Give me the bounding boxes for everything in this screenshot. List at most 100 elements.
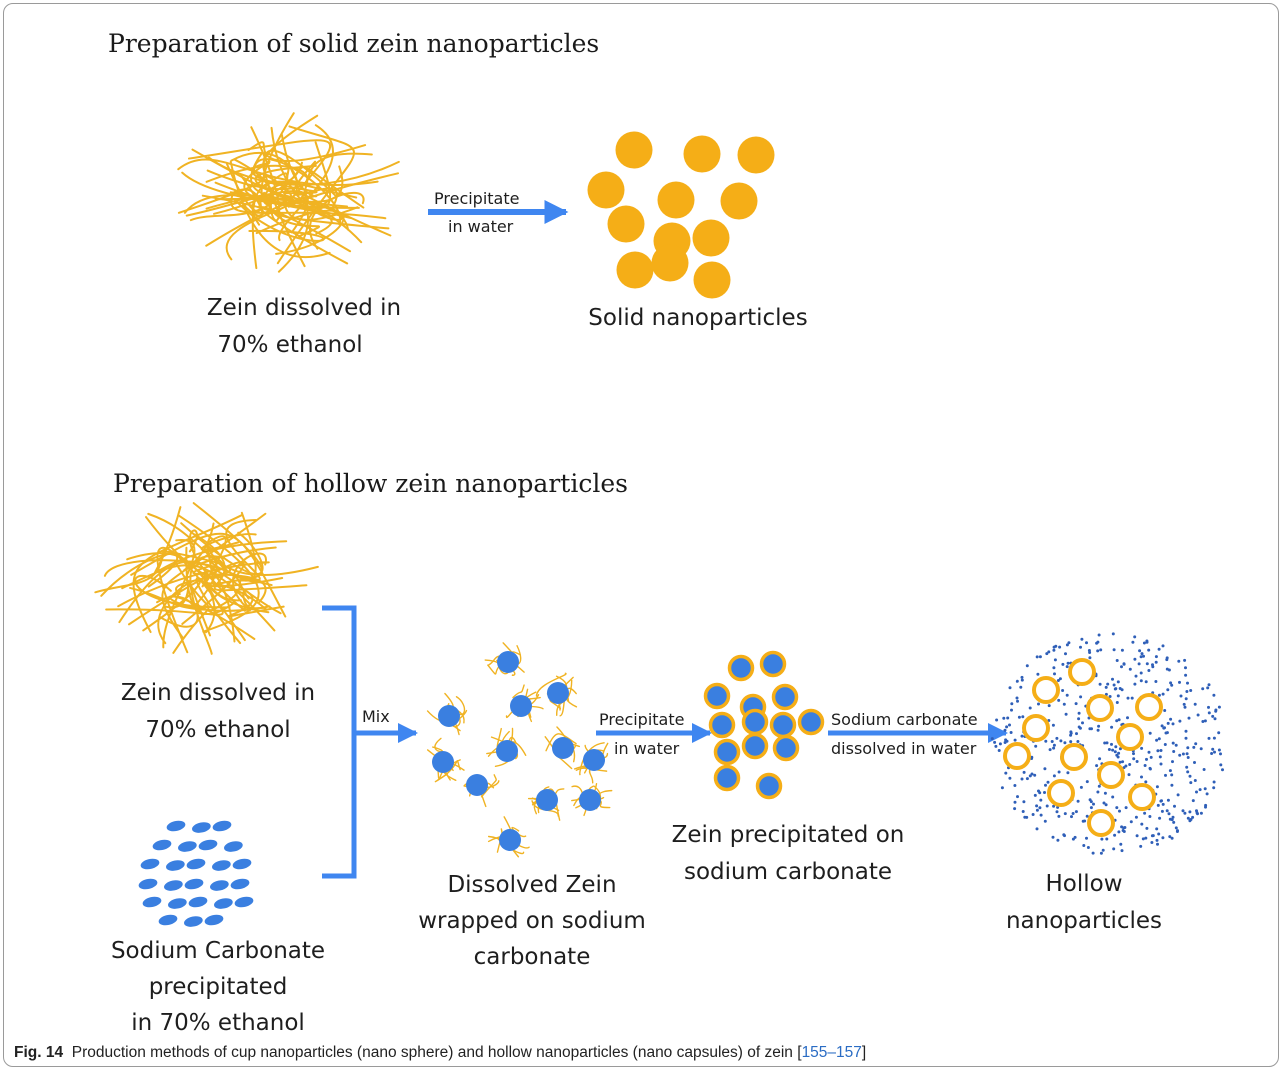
dissolved-dot bbox=[1048, 748, 1052, 752]
dissolved-dot bbox=[1139, 655, 1143, 659]
dissolved-dot bbox=[1104, 803, 1108, 807]
dissolved-dot bbox=[1184, 697, 1188, 701]
dissolved-dot bbox=[1205, 792, 1209, 796]
dissolved-dot bbox=[1121, 760, 1125, 764]
sodium-carbonate-particle bbox=[140, 858, 160, 870]
coated-particle bbox=[797, 708, 825, 736]
dissolved-dot bbox=[1130, 696, 1134, 700]
dissolved-dot bbox=[1121, 829, 1125, 832]
zein-fiber bbox=[188, 529, 246, 612]
dissolved-dot bbox=[1176, 793, 1180, 797]
dissolved-dot bbox=[1144, 680, 1148, 684]
dissolved-dot bbox=[1065, 643, 1069, 647]
dissolved-dot bbox=[1122, 826, 1126, 830]
dissolved-dot bbox=[1052, 666, 1056, 670]
zein-fiber bbox=[545, 733, 577, 752]
carbonate-core bbox=[579, 789, 601, 811]
dissolved-dot bbox=[1142, 654, 1145, 658]
dissolved-dot bbox=[1017, 715, 1021, 719]
dissolved-dot bbox=[1033, 793, 1037, 797]
dissolved-dot bbox=[1067, 641, 1071, 645]
dissolved-dot bbox=[1137, 662, 1141, 666]
coated-particle bbox=[703, 682, 731, 710]
dissolved-dot bbox=[1120, 665, 1123, 669]
dissolved-dot bbox=[1008, 776, 1012, 780]
dissolved-dot bbox=[1025, 815, 1029, 819]
dissolved-dot bbox=[1105, 741, 1109, 745]
caption-ref-close: ] bbox=[861, 1044, 867, 1061]
zein-fiber bbox=[121, 564, 276, 632]
dissolved-dot bbox=[1172, 820, 1176, 824]
sodium-carbonate-particle bbox=[138, 878, 158, 890]
hollow-nanoparticle bbox=[1047, 779, 1075, 807]
dissolved-dot bbox=[1131, 640, 1135, 644]
zein-fiber bbox=[163, 580, 211, 637]
dissolved-dot bbox=[1158, 816, 1162, 820]
dissolved-dot bbox=[1193, 779, 1197, 782]
dissolved-dot bbox=[1025, 664, 1029, 668]
dissolved-dot bbox=[1161, 802, 1165, 806]
sodium-carbonate-cluster bbox=[138, 820, 254, 927]
dissolved-dot bbox=[1120, 849, 1124, 853]
dissolved-dot bbox=[1126, 696, 1130, 700]
dissolved-dot bbox=[1133, 682, 1137, 686]
zein-coated-carbonate-cluster bbox=[703, 650, 825, 800]
carbonate-core bbox=[432, 751, 454, 773]
solid-nanoparticle bbox=[616, 251, 654, 289]
wrapped-particle bbox=[571, 783, 613, 817]
carbonate-core bbox=[499, 829, 521, 851]
caption-reference-link[interactable]: 155–157 bbox=[801, 1044, 862, 1061]
dissolved-dot bbox=[1096, 640, 1100, 644]
zein-fiber bbox=[191, 141, 332, 210]
dissolved-dot bbox=[1051, 723, 1055, 727]
dissolved-dot bbox=[1213, 750, 1216, 754]
dissolved-dot bbox=[1085, 780, 1089, 784]
dissolved-dot bbox=[1057, 770, 1061, 774]
dissolved-dot bbox=[1052, 648, 1056, 652]
wrapped-label-line1: Dissolved Zein bbox=[447, 872, 616, 898]
dissolved-dot bbox=[1184, 736, 1188, 740]
dissolved-dot bbox=[1160, 809, 1164, 813]
dissolved-dot bbox=[1085, 814, 1089, 818]
dissolved-dot bbox=[1103, 791, 1107, 795]
wrapped-particle bbox=[426, 692, 468, 736]
dissolved-dot bbox=[1112, 847, 1116, 851]
carbonate-core bbox=[547, 682, 569, 704]
dissolved-dot bbox=[1206, 686, 1210, 690]
dissolved-dot bbox=[1164, 773, 1167, 777]
zein-fiber bbox=[161, 522, 215, 639]
carbonate-core bbox=[583, 749, 605, 771]
dissolved-dot bbox=[1111, 632, 1115, 636]
dissolved-dot bbox=[1020, 734, 1024, 738]
zein-fiber bbox=[251, 180, 358, 270]
dissolved-dot bbox=[1099, 648, 1103, 652]
figure-number: Fig. 14 bbox=[14, 1044, 64, 1061]
dissolved-dot bbox=[1140, 652, 1144, 656]
dissolved-dot bbox=[1210, 752, 1214, 755]
zein-label-line2: 70% ethanol bbox=[145, 717, 290, 743]
dissolved-dot bbox=[1132, 757, 1136, 761]
precipitated-label-line2: sodium carbonate bbox=[684, 859, 892, 885]
dissolved-dot bbox=[1156, 749, 1160, 753]
dissolved-dot bbox=[1217, 705, 1221, 709]
dissolved-dot bbox=[1106, 682, 1110, 686]
solid-nanoparticle bbox=[693, 261, 731, 299]
dissolved-dot bbox=[1104, 685, 1108, 689]
coated-particle bbox=[772, 734, 800, 762]
dissolved-dot bbox=[1192, 745, 1196, 749]
dissolved-dot bbox=[1022, 770, 1026, 774]
dissolved-dot bbox=[1105, 837, 1109, 841]
dissolved-dot bbox=[1098, 757, 1102, 761]
dissolved-dot bbox=[1140, 746, 1144, 750]
dissolved-dot bbox=[1066, 771, 1070, 775]
dissolved-dot bbox=[1108, 695, 1112, 698]
dissolved-dot bbox=[1145, 826, 1149, 830]
dissolved-dot bbox=[1061, 662, 1065, 666]
zein-fiber bbox=[535, 672, 567, 697]
dissolved-dot bbox=[1168, 835, 1172, 839]
dissolved-dot bbox=[1214, 708, 1218, 712]
hollow-nanoparticle bbox=[1086, 694, 1114, 722]
dissolved-dot bbox=[1074, 702, 1078, 706]
dissolved-dot bbox=[1096, 649, 1100, 653]
